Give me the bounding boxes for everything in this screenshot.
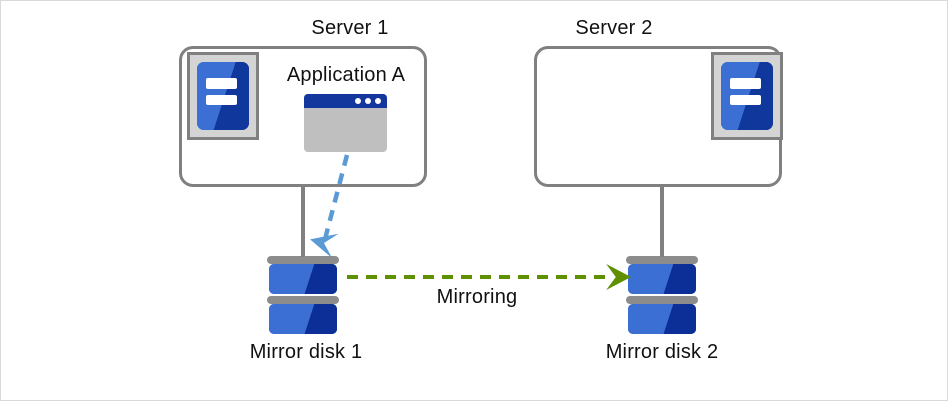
server1-tower-body: [197, 62, 249, 130]
disk2-platter-bottom: [628, 304, 696, 334]
disk1-cap-middle: [267, 296, 339, 304]
server2-tower-slot-2: [730, 94, 761, 105]
server2-tower-body: [721, 62, 773, 130]
disk1-platter-bottom: [269, 304, 337, 334]
server2-title: Server 2: [575, 17, 653, 39]
server1-tower-icon: [187, 52, 259, 140]
disk2-platter-top: [628, 264, 696, 294]
server1-tower-slot-1: [206, 78, 237, 89]
mirror-disk-2-label: Mirror disk 2: [605, 341, 719, 363]
server2-tower-slot-1: [730, 78, 761, 89]
mirror-disk-1-label: Mirror disk 1: [249, 341, 363, 363]
server2-tower-icon: [711, 52, 783, 140]
disk2-cap-middle: [626, 296, 698, 304]
application-a-label: Application A: [286, 64, 406, 86]
mirror-disk-1-icon: [267, 256, 339, 334]
disk2-platter-bottom-sheen: [628, 304, 696, 334]
mirror-disk-2-icon: [626, 256, 698, 334]
server1-tower-slot-2: [206, 94, 237, 105]
disk1-platter-bottom-sheen: [269, 304, 337, 334]
app-window-dot-1: [355, 98, 361, 104]
disk1-cap-top: [267, 256, 339, 264]
app-window-dot-2: [365, 98, 371, 104]
app-window-dot-3: [375, 98, 381, 104]
app-window-titlebar: [304, 94, 387, 108]
application-window-icon: [304, 94, 387, 152]
mirroring-label: Mirroring: [436, 286, 518, 308]
server1-title: Server 1: [311, 17, 389, 39]
disk2-cap-top: [626, 256, 698, 264]
disk1-platter-top: [269, 264, 337, 294]
disk1-platter-top-sheen: [269, 264, 337, 294]
application-write-arrow: [310, 154, 350, 259]
disk2-platter-top-sheen: [628, 264, 696, 294]
